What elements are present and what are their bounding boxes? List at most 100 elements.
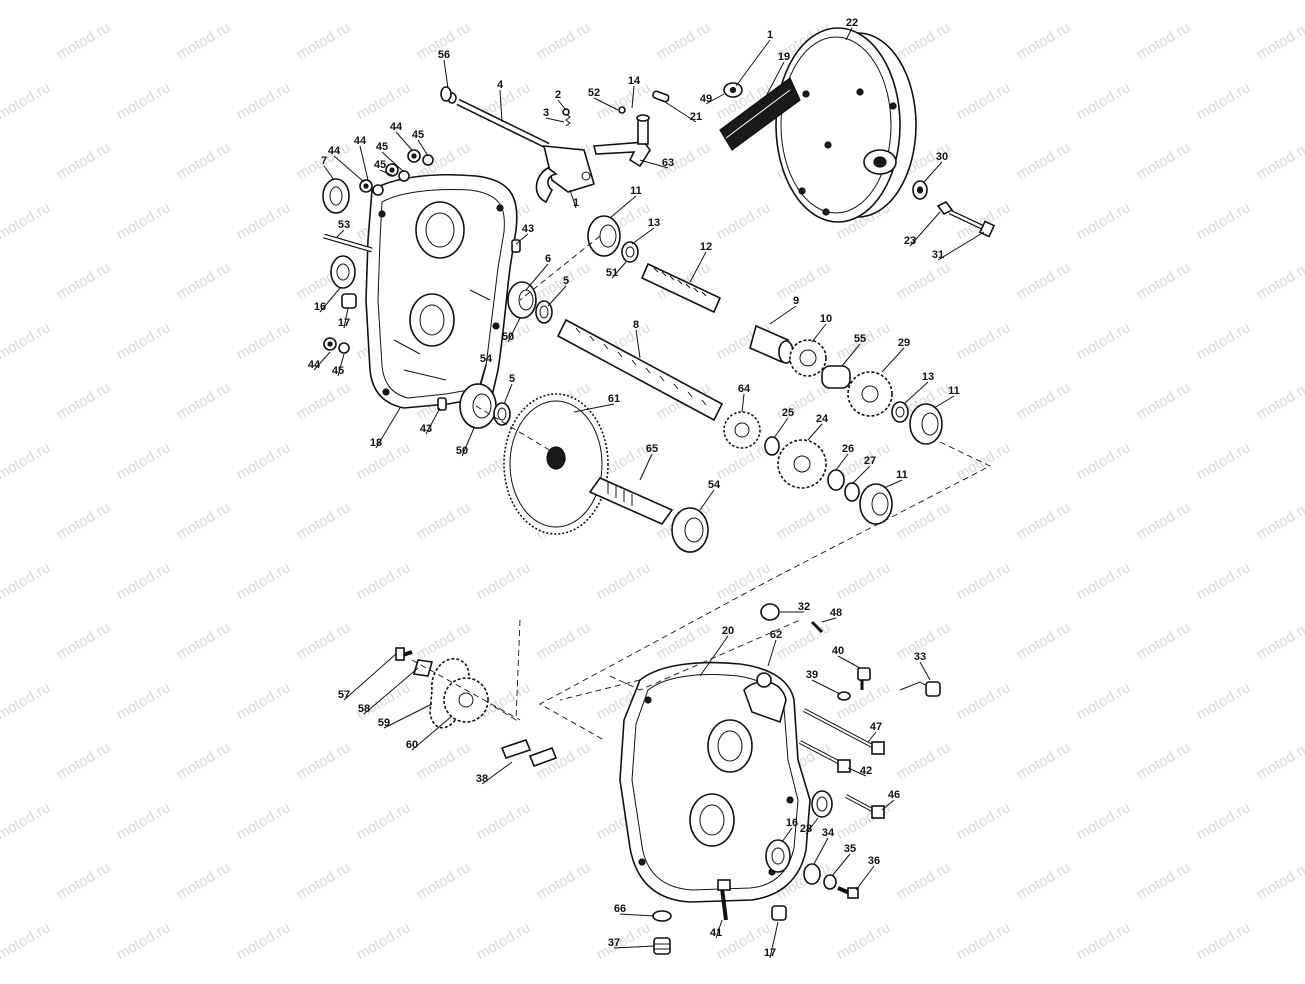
watermark-text: motod.ru (474, 799, 534, 843)
watermark-text: motod.ru (1074, 679, 1134, 723)
watermark-text: motod.ru (1074, 439, 1134, 483)
part-callout-l47: 47 (870, 721, 882, 733)
watermark-text: motod.ru (0, 919, 53, 963)
part-callout-l1b: 1 (573, 197, 579, 209)
watermark-text: motod.ru (1194, 79, 1254, 123)
part-callout-l41: 41 (710, 927, 722, 939)
part-callout-l5a: 5 (563, 275, 569, 287)
part-callout-l45c: 45 (376, 141, 388, 153)
watermark-text: motod.ru (1194, 439, 1254, 483)
part-callout-l55: 55 (854, 333, 866, 345)
watermark-text: motod.ru (354, 0, 414, 3)
part-callout-l18: 18 (370, 437, 382, 449)
watermark-text: motod.ru (54, 379, 114, 423)
watermark-text: motod.ru (954, 679, 1014, 723)
watermark-text: motod.ru (1194, 559, 1254, 603)
part-callout-l33: 33 (914, 651, 926, 663)
watermark-text: motod.ru (354, 79, 414, 123)
watermark-text: motod.ru (0, 0, 53, 3)
gear-24 (778, 440, 826, 488)
part-callout-l34: 34 (822, 827, 835, 839)
watermark-text: motod.ru (1074, 919, 1134, 963)
watermark-text: motod.ru (414, 499, 474, 543)
leader-line-l62 (768, 640, 776, 666)
watermark-text: motod.ru (654, 619, 714, 663)
watermark-text: motod.ru (0, 319, 53, 363)
leader-line-l44c (334, 156, 364, 182)
part-callout-l12: 12 (700, 241, 712, 253)
watermark-text: motod.ru (234, 319, 294, 363)
watermark-text: motod.ru (354, 799, 414, 843)
watermark-text: motod.ru (774, 499, 834, 543)
part-callout-l10: 10 (820, 313, 832, 325)
driven-clutch-pulley (720, 28, 916, 222)
part-callout-l17b: 17 (764, 947, 776, 959)
washer-30 (913, 181, 927, 199)
leader-line-l43a (516, 234, 528, 244)
part-callout-l13a: 13 (648, 217, 660, 229)
leader-line-l36 (856, 866, 874, 890)
watermark-text: motod.ru (234, 199, 294, 243)
large-gear-61 (504, 394, 608, 534)
part-callout-l64: 64 (738, 383, 751, 395)
spacer-55 (822, 366, 850, 388)
part-callout-l44a: 44 (390, 121, 403, 133)
part-callout-l31: 31 (932, 249, 944, 261)
watermark-text: motod.ru (714, 0, 774, 3)
watermark-text: motod.ru (774, 619, 834, 663)
bearing-11-lower (860, 484, 892, 524)
watermark-text: motod.ru (174, 499, 234, 543)
part-callout-l20: 20 (722, 625, 734, 637)
watermark-text: motod.ru (234, 799, 294, 843)
part-callout-l44b: 44 (354, 135, 367, 147)
watermark-text: motod.ru (234, 559, 294, 603)
watermark-text: motod.ru (954, 199, 1014, 243)
watermark-text: motod.ru (234, 0, 294, 3)
part-callout-l62: 62 (770, 629, 782, 641)
part-callout-l60: 60 (406, 739, 418, 751)
watermark-text: motod.ru (354, 559, 414, 603)
part-callout-l53: 53 (338, 219, 350, 231)
watermark-text: motod.ru (234, 919, 294, 963)
leader-line-l7 (324, 166, 334, 180)
watermark-text: motod.ru (1074, 0, 1134, 3)
watermark-text: motod.ru (114, 559, 174, 603)
watermark-text: motod.ru (894, 859, 954, 903)
watermark-text: motod.ru (954, 319, 1014, 363)
watermark-text: motod.ru (0, 679, 53, 723)
watermark-text: motod.ru (1134, 619, 1194, 663)
part-callout-l65: 65 (646, 443, 658, 455)
part-callout-l44d: 44 (308, 359, 321, 371)
watermark-text: motod.ru (294, 859, 354, 903)
watermark-text: motod.ru (834, 0, 894, 3)
part-callout-l56: 56 (438, 49, 450, 61)
part-callout-l11a: 11 (630, 185, 642, 197)
washer-35 (824, 875, 836, 889)
watermark-text: motod.ru (174, 619, 234, 663)
watermark-text: motod.ru (174, 859, 234, 903)
leader-line-l10 (812, 324, 826, 342)
part-callout-l43a: 43 (522, 223, 534, 235)
bolt-57 (396, 648, 412, 660)
leader-line-l64 (742, 394, 744, 412)
watermark-text: motod.ru (174, 139, 234, 183)
leader-line-l5b (504, 384, 512, 404)
part-callout-l29: 29 (898, 337, 910, 349)
seal-28 (812, 791, 832, 817)
watermark-text: motod.ru (774, 259, 834, 303)
watermark-text: motod.ru (834, 919, 894, 963)
leader-line-l2 (558, 100, 566, 110)
bearing-54-output (672, 508, 708, 552)
leader-line-l39 (812, 680, 840, 694)
bushing-17-left (342, 294, 356, 308)
washer-13-right (892, 402, 908, 422)
ball-52 (619, 107, 625, 113)
watermark-text: motod.ru (114, 319, 174, 363)
part-callout-l39: 39 (806, 669, 818, 681)
part-callout-l44c: 44 (328, 145, 341, 157)
leader-line-l35 (832, 854, 850, 876)
part-callout-l63: 63 (662, 157, 674, 169)
watermark-text: motod.ru (1134, 379, 1194, 423)
part-callout-l46: 46 (888, 789, 900, 801)
part-callout-l2: 2 (555, 89, 561, 101)
